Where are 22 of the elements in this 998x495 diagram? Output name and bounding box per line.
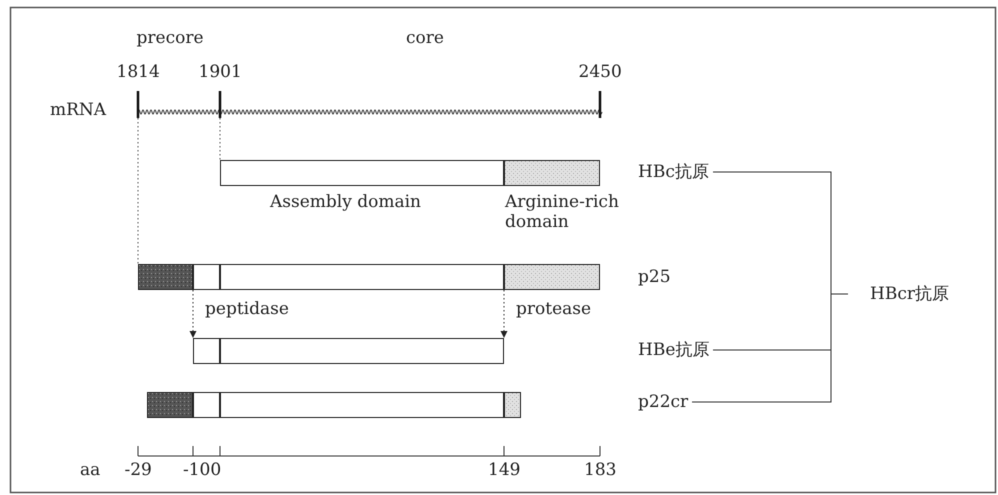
- tick-label: 149: [488, 460, 520, 480]
- protein-name: p25: [638, 266, 671, 289]
- molecule-label: mRNA: [50, 100, 106, 120]
- position-number: 2450: [578, 62, 622, 82]
- position-number: 1901: [198, 62, 242, 82]
- cleavage-arrow: [500, 290, 508, 338]
- cleavage-arrow: [190, 290, 196, 338]
- domain-label: Assembly domain: [270, 192, 421, 212]
- bracket-line: [692, 294, 848, 402]
- protein-name: HBcr抗原: [870, 283, 949, 306]
- tick-label: -29: [124, 460, 152, 480]
- axis-label: aa: [80, 460, 100, 480]
- region-label: precore: [136, 28, 204, 48]
- protein-name: HBe抗原: [638, 339, 710, 362]
- position-number: 1814: [116, 62, 160, 82]
- tick-label: -100: [183, 460, 222, 480]
- tick-label: 183: [584, 460, 616, 480]
- protein-name: p22cr: [638, 391, 688, 414]
- edge-label: peptidase: [205, 299, 289, 320]
- domain-label: Arginine-rich domain: [505, 192, 620, 233]
- protein-name: HBc抗原: [638, 161, 709, 184]
- region-label: core: [406, 28, 444, 48]
